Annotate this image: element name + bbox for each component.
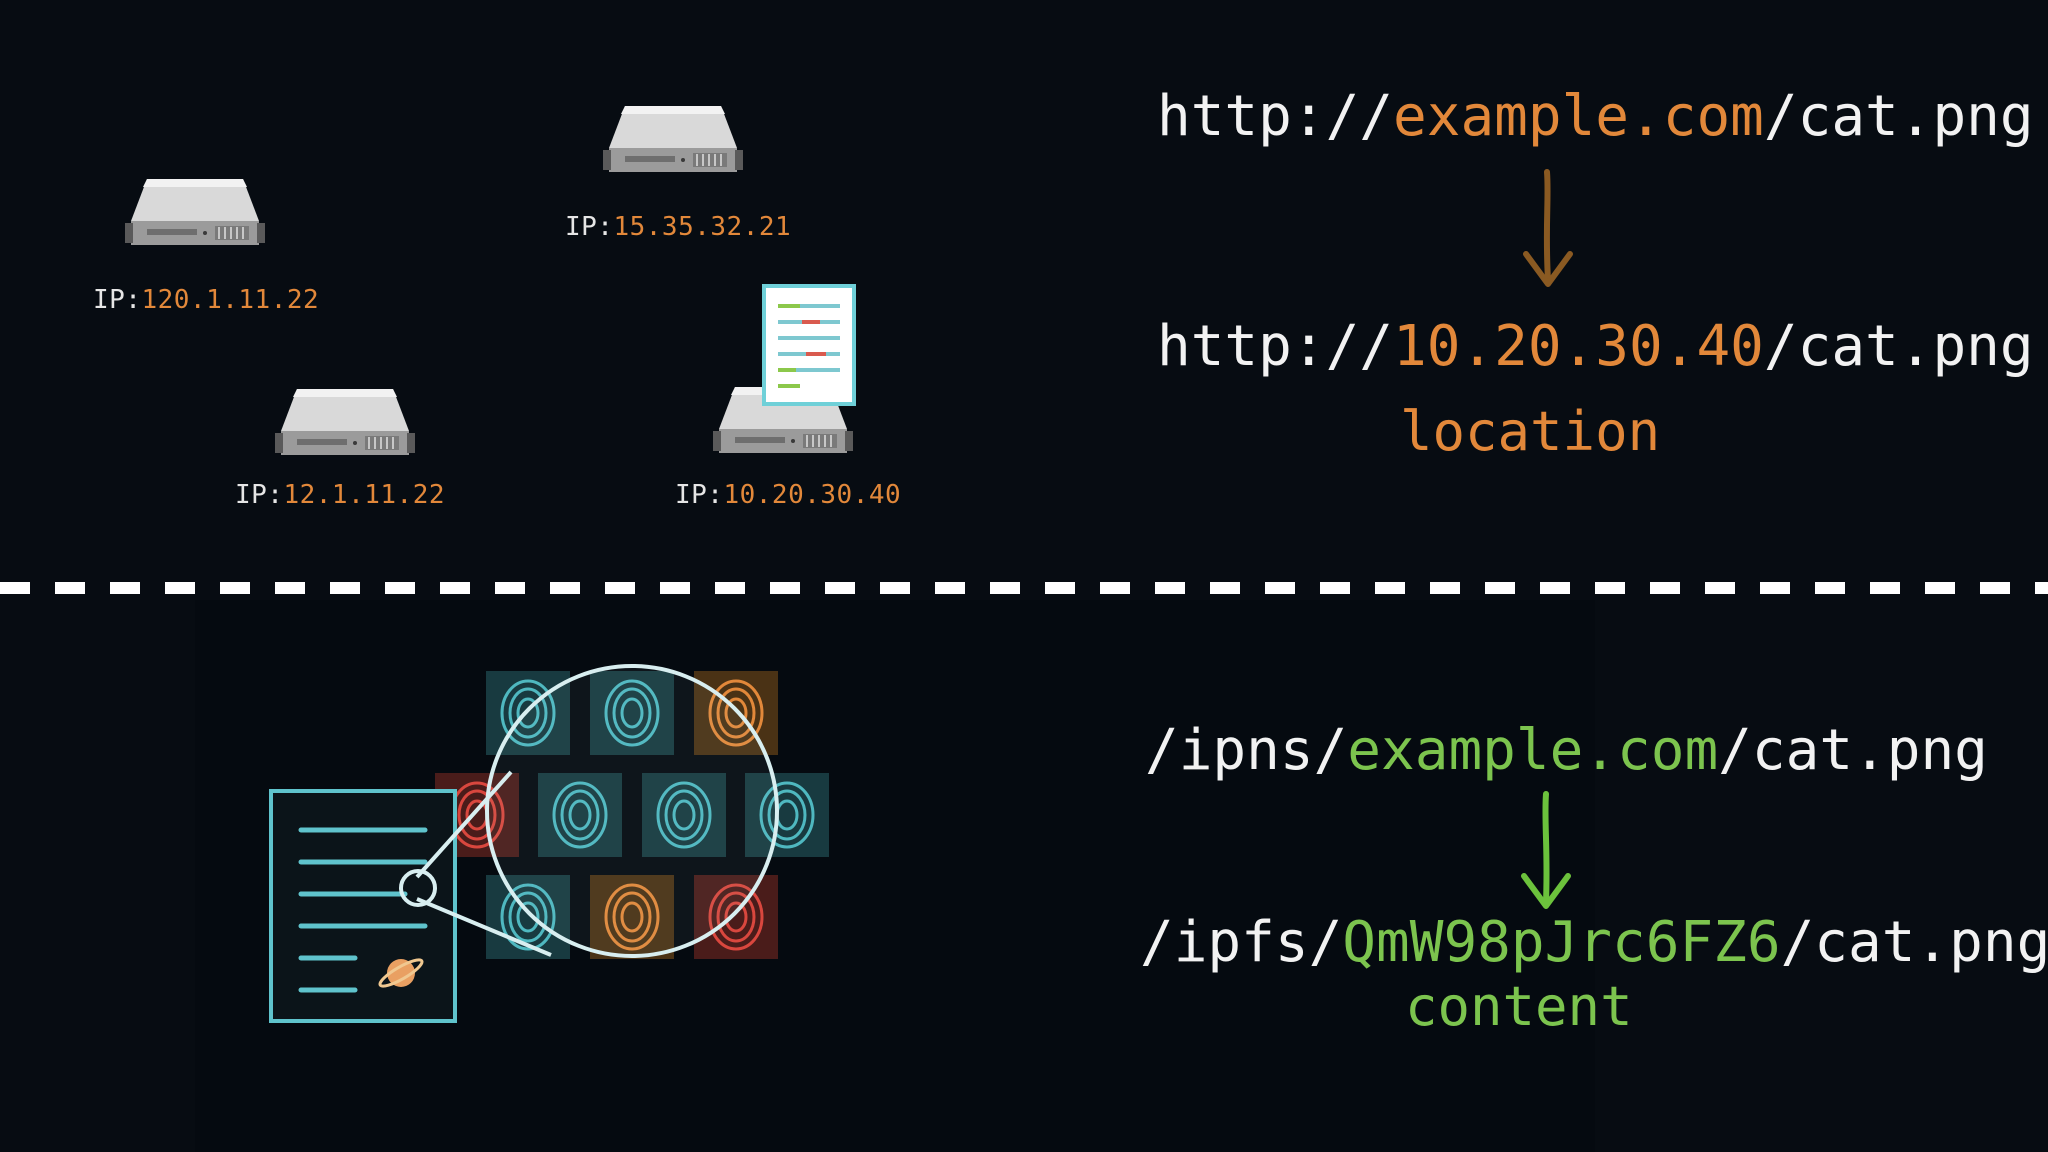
ip-prefix: IP: [235, 480, 284, 510]
section-divider [0, 582, 2048, 594]
url-scheme: http:// [1157, 84, 1394, 149]
path-file: /cat.png [1718, 718, 1988, 783]
location-url-domain: http://example.com/cat.png [1157, 84, 2034, 149]
ip-address: 12.1.11.22 [283, 480, 446, 510]
url-host: 10.20.30.40 [1393, 314, 1764, 379]
content-label: content [1405, 975, 1633, 1038]
fingerprint-tile [538, 773, 622, 857]
server-icon [275, 389, 415, 455]
url-path: /cat.png [1763, 314, 2034, 379]
server-ip-label: IP:15.35.32.21 [565, 212, 791, 242]
fingerprint-tile [745, 773, 829, 857]
url-path: /cat.png [1763, 84, 2034, 149]
document-icon [269, 789, 457, 1023]
path-file: /cat.png [1780, 910, 2048, 975]
url-host: example.com [1393, 84, 1764, 149]
file-document-icon [762, 284, 856, 406]
location-label: location [1400, 400, 1661, 463]
server-ip-label: IP:120.1.11.22 [93, 285, 319, 315]
ipns-path: /ipns/example.com/cat.png [1145, 718, 1988, 783]
path-namespace: /ipfs/ [1140, 910, 1343, 975]
path-hash: QmW98pJrc6FZ6 [1342, 910, 1781, 975]
fingerprint-tile [590, 875, 674, 959]
server-icon [603, 106, 743, 172]
content-hash-illustration [269, 664, 829, 1023]
ip-address: 10.20.30.40 [723, 480, 902, 510]
planet-icon [378, 958, 424, 988]
server-ip-label: IP:10.20.30.40 [675, 480, 901, 510]
path-namespace: /ipns/ [1145, 718, 1348, 783]
url-scheme: http:// [1157, 314, 1394, 379]
fingerprint-tile [590, 671, 674, 755]
ip-address: 15.35.32.21 [613, 212, 792, 242]
fingerprint-tile [694, 875, 778, 959]
fingerprint-tile [486, 671, 570, 755]
path-name: example.com [1347, 718, 1719, 783]
magnifier-icon [399, 664, 779, 958]
ip-prefix: IP: [93, 285, 142, 315]
arrow-down-icon [1523, 169, 1573, 287]
ip-prefix: IP: [565, 212, 614, 242]
location-url-ip: http://10.20.30.40/cat.png [1157, 314, 2034, 379]
ip-address: 120.1.11.22 [141, 285, 320, 315]
ip-prefix: IP: [675, 480, 724, 510]
server-ip-label: IP:12.1.11.22 [235, 480, 445, 510]
fingerprint-tile [694, 671, 778, 755]
server-icon [125, 179, 265, 245]
arrow-down-icon [1521, 791, 1571, 909]
ipfs-path: /ipfs/QmW98pJrc6FZ6/cat.png [1140, 910, 2048, 975]
fingerprint-tile [642, 773, 726, 857]
